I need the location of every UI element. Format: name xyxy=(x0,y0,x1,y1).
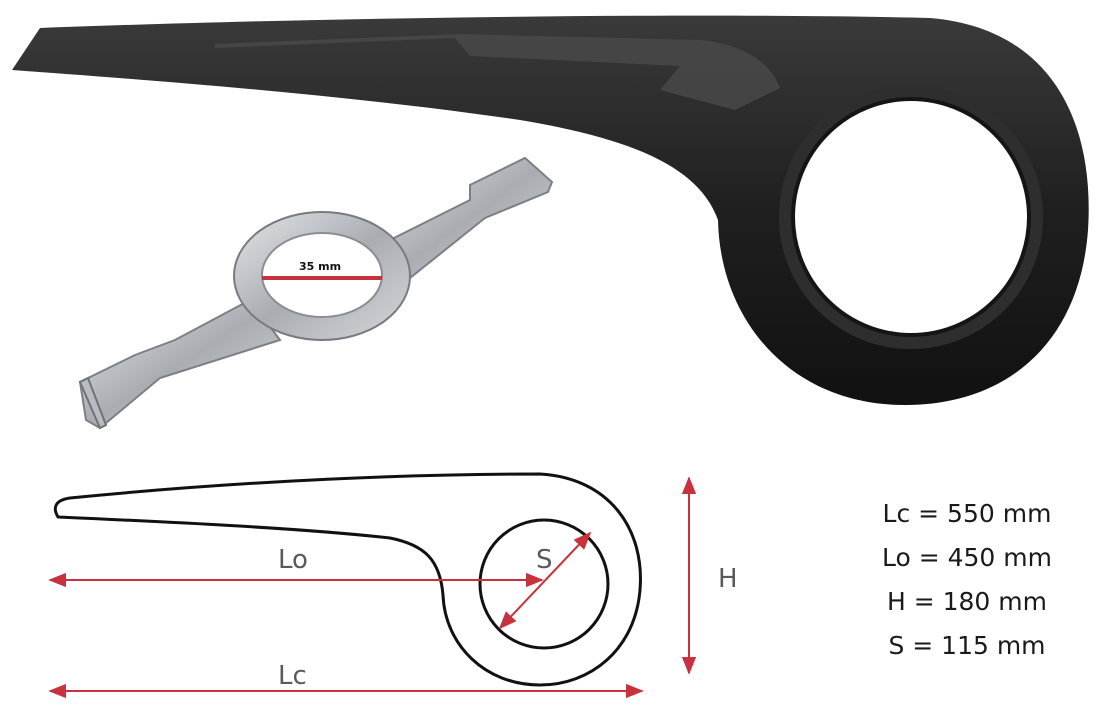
s-label: S xyxy=(536,545,553,575)
bracket-tab-end xyxy=(78,376,108,430)
lc-label: Lc xyxy=(278,661,307,691)
bracket-diameter-label: 35 mm xyxy=(299,260,341,273)
specifications-list: Lc = 550 mm Lo = 450 mm H = 180 mm S = 1… xyxy=(872,492,1062,668)
spec-h: H = 180 mm xyxy=(886,587,1047,616)
chain-guard-photo xyxy=(12,15,1089,406)
bracket-arm-upper xyxy=(368,156,554,292)
hub-circle xyxy=(478,518,610,650)
lo-label: Lo xyxy=(278,545,308,575)
bracket-hole xyxy=(261,232,383,318)
s-dimension-line xyxy=(498,531,592,630)
spec-s: S = 115 mm xyxy=(888,631,1046,660)
dimension-drawing: Lo Lc S H xyxy=(48,472,738,699)
bracket-arm-lower xyxy=(78,298,282,430)
spec-lo: Lo = 450 mm xyxy=(882,543,1052,572)
chain-guard-ring-edge xyxy=(791,97,1031,337)
spec-lc: Lc = 550 mm xyxy=(882,499,1052,528)
chain-guard-highlight xyxy=(215,34,780,110)
h-label: H xyxy=(718,564,738,594)
mounting-bracket-photo: 35 mm xyxy=(78,156,554,430)
guard-outline xyxy=(53,472,642,687)
